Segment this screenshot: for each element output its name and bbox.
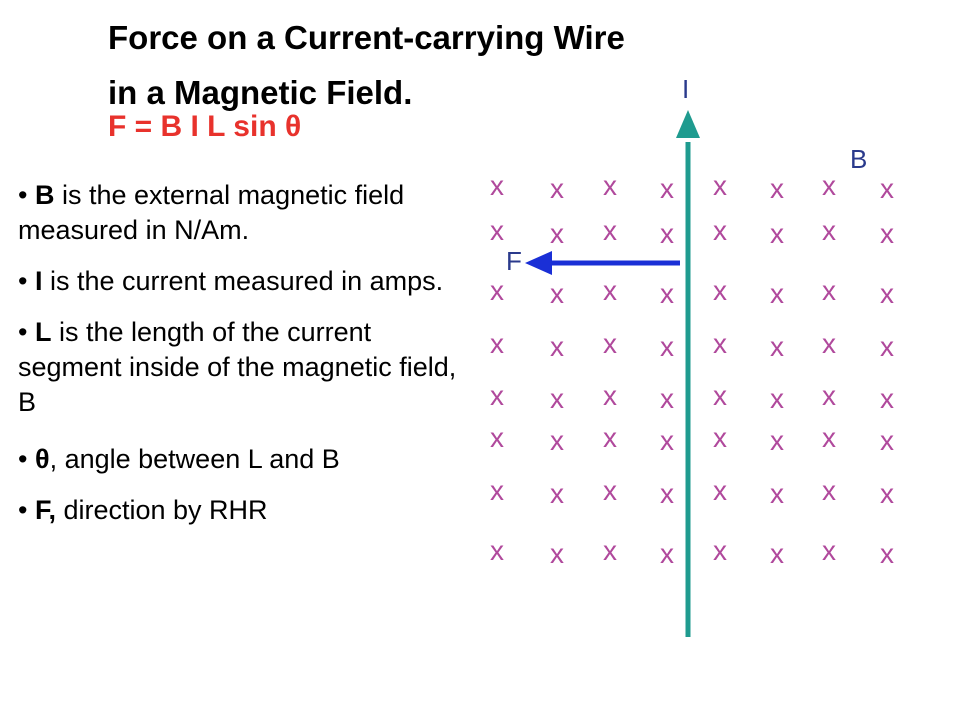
field-x-mark: x: [822, 535, 836, 566]
field-x-mark: x: [490, 170, 504, 201]
field-x-mark: x: [770, 478, 784, 509]
field-x-mark: x: [713, 535, 727, 566]
field-x-mark: x: [660, 278, 674, 309]
field-x-mark: x: [550, 538, 564, 569]
field-x-mark: x: [880, 331, 894, 362]
field-x-mark: x: [660, 538, 674, 569]
title-line-1: Force on a Current-carrying Wire: [108, 19, 625, 56]
bullet-f: • F, direction by RHR: [18, 495, 268, 525]
field-x-mark: x: [713, 328, 727, 359]
current-label: I: [682, 74, 689, 104]
field-x-mark: x: [770, 383, 784, 414]
field-x-mark: x: [822, 422, 836, 453]
field-x-mark: x: [550, 425, 564, 456]
bullet-l: • L is the length of the current segment…: [18, 317, 457, 417]
field-x-mark: x: [822, 170, 836, 201]
field-x-mark: x: [660, 383, 674, 414]
field-x-mark: x: [770, 278, 784, 309]
force-formula: F = B I L sin θ: [108, 110, 302, 143]
field-x-mark: x: [880, 218, 894, 249]
field-x-mark: x: [660, 218, 674, 249]
field-x-mark: x: [880, 478, 894, 509]
field-x-mark: x: [770, 331, 784, 362]
field-x-mark: x: [550, 173, 564, 204]
field-x-mark: x: [490, 422, 504, 453]
field-x-mark: x: [660, 425, 674, 456]
field-x-mark: x: [713, 275, 727, 306]
bullet-text: , angle between L and B: [49, 444, 340, 474]
field-x-mark: x: [490, 275, 504, 306]
bullet-text: is the external magnetic field measured …: [18, 180, 405, 245]
bullet-list: • B is the external magnetic field measu…: [18, 178, 473, 544]
field-x-mark: x: [822, 475, 836, 506]
field-x-mark: x: [770, 218, 784, 249]
field-x-mark: x: [770, 425, 784, 456]
field-x-mark: x: [490, 215, 504, 246]
field-x-mark: x: [880, 278, 894, 309]
field-x-mark: x: [770, 173, 784, 204]
field-x-mark: x: [490, 475, 504, 506]
bullet-term: I: [34, 266, 43, 296]
field-x-mark: x: [490, 380, 504, 411]
field-x-mark: x: [713, 380, 727, 411]
field-x-mark: x: [550, 278, 564, 309]
slide-title: Force on a Current-carrying Wire in a Ma…: [108, 10, 808, 120]
field-x-mark: x: [660, 331, 674, 362]
field-x-mark: x: [660, 173, 674, 204]
field-x-mark: x: [550, 218, 564, 249]
bullet-text: is the current measured in amps.: [42, 266, 444, 296]
field-label: B: [850, 144, 867, 174]
field-x-mark: x: [603, 328, 617, 359]
field-x-mark: x: [713, 215, 727, 246]
bullet-text: direction by RHR: [55, 495, 268, 525]
title-line-2: in a Magnetic Field.: [108, 74, 413, 111]
field-x-mark: x: [822, 380, 836, 411]
field-x-mark: x: [880, 383, 894, 414]
field-x-mark: x: [603, 380, 617, 411]
force-arrow-head: [525, 251, 552, 275]
field-x-mark: x: [603, 422, 617, 453]
current-arrow-head: [676, 110, 700, 138]
bullet-theta: • θ, angle between L and B: [18, 444, 340, 474]
field-x-mark: x: [603, 475, 617, 506]
field-x-mark: x: [550, 331, 564, 362]
bullet-term: L: [34, 317, 52, 347]
field-x-mark: x: [660, 478, 674, 509]
field-x-mark: x: [880, 173, 894, 204]
field-x-mark: x: [822, 328, 836, 359]
field-x-mark: x: [822, 275, 836, 306]
bullet-term: θ: [34, 444, 50, 474]
field-x-mark: x: [880, 538, 894, 569]
field-x-mark: x: [490, 328, 504, 359]
field-x-mark: x: [603, 535, 617, 566]
field-x-mark: x: [490, 535, 504, 566]
field-x-mark: x: [822, 215, 836, 246]
field-x-mark: x: [770, 538, 784, 569]
bullet-term: F,: [34, 495, 56, 525]
bullet-b: • B is the external magnetic field measu…: [18, 180, 405, 245]
bullet-i: • I is the current measured in amps.: [18, 266, 444, 296]
field-x-mark: x: [603, 215, 617, 246]
field-x-mark: x: [880, 425, 894, 456]
field-x-mark: x: [713, 170, 727, 201]
field-x-mark: x: [603, 275, 617, 306]
field-x-mark: x: [550, 383, 564, 414]
field-x-mark: x: [713, 475, 727, 506]
field-x-mark: x: [550, 478, 564, 509]
field-x-mark: x: [713, 422, 727, 453]
field-x-mark: x: [603, 170, 617, 201]
bullet-text: is the length of the current segment ins…: [18, 317, 457, 417]
bullet-term: B: [34, 180, 55, 210]
force-label: F: [506, 246, 522, 276]
